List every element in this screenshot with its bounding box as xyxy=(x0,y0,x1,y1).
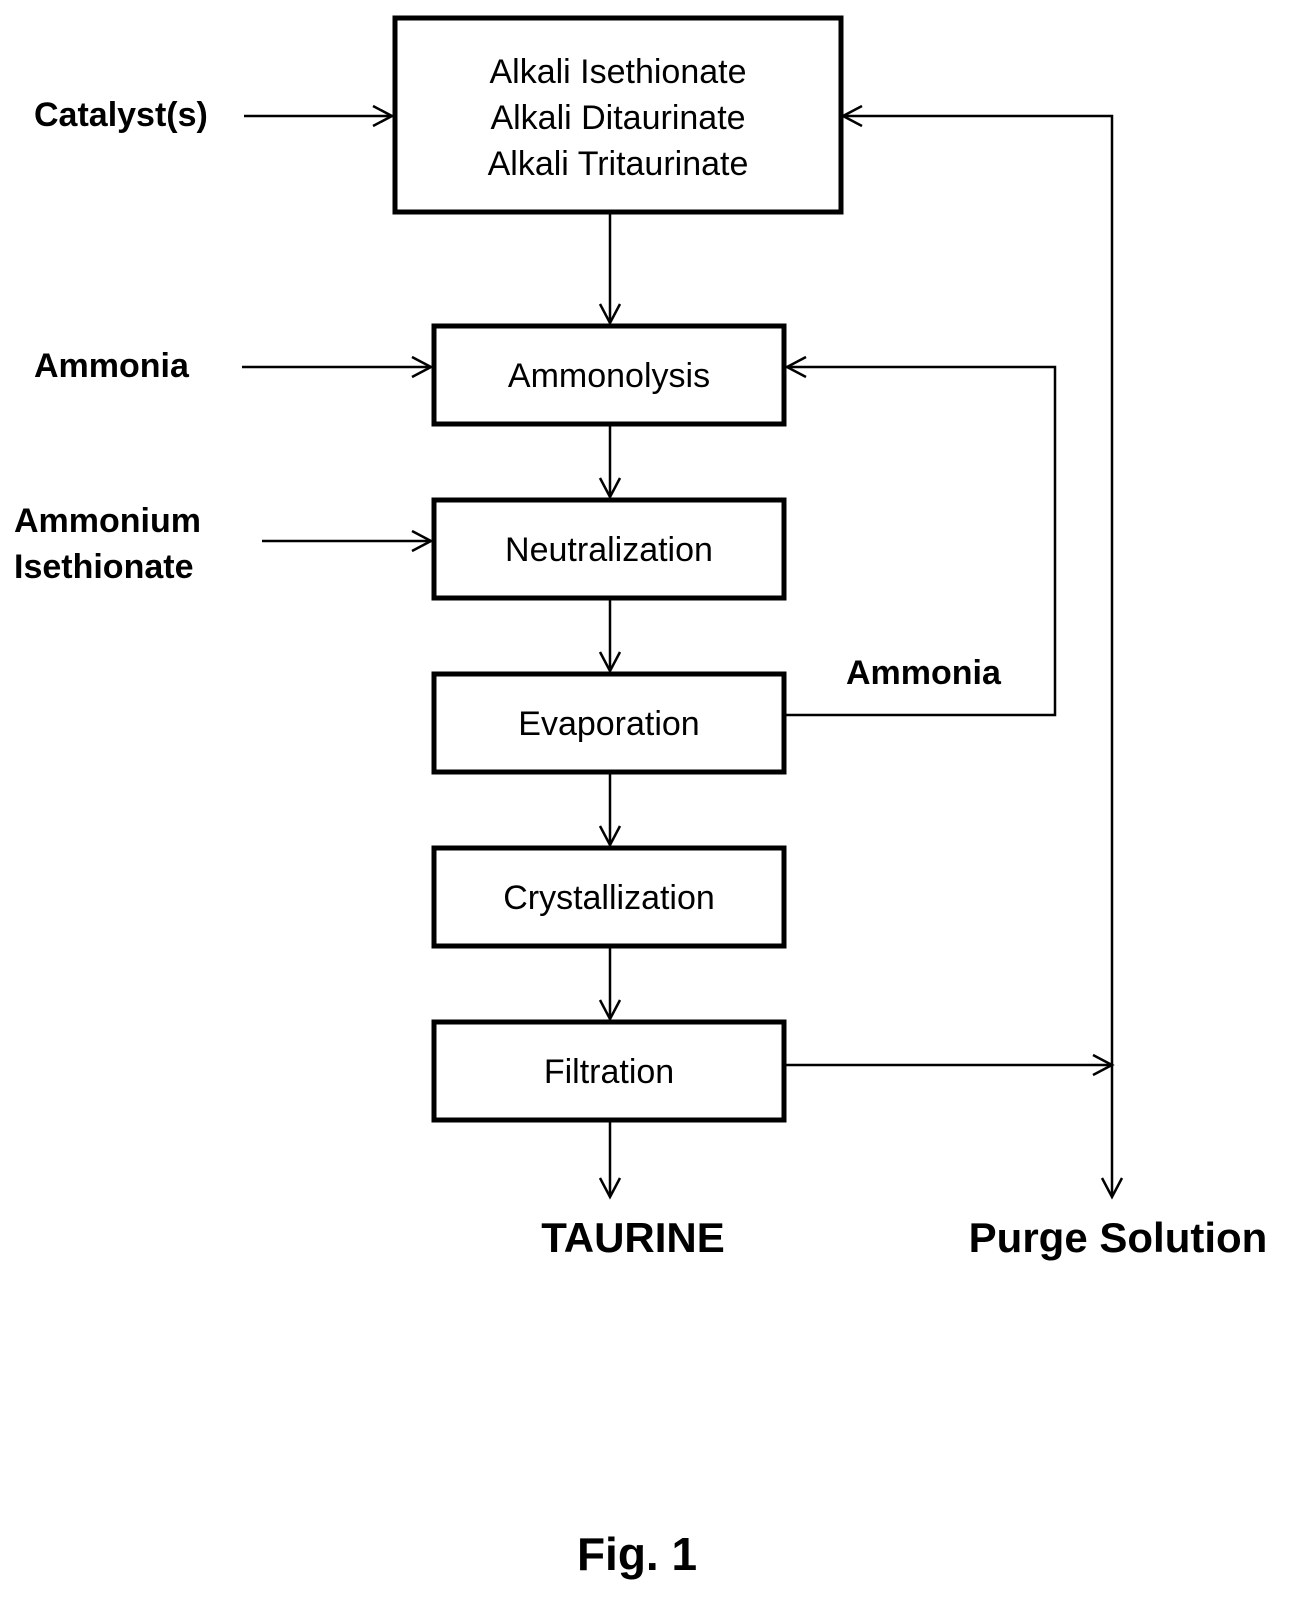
arrow-ammonolysis-to-neutralization xyxy=(598,426,622,500)
ammonium-isethionate-label-line-1: Ammonium xyxy=(14,502,201,540)
neutralization-box xyxy=(431,497,787,601)
ammonolysis-box xyxy=(431,323,787,427)
evaporation-label: Evaporation xyxy=(518,705,699,743)
arrow-neutralization-to-evaporation xyxy=(598,600,622,674)
ammonia-recycle-loop xyxy=(784,355,1057,717)
arrow-ammonia-to-ammonolysis xyxy=(242,355,434,379)
arrow-catalyst-to-feed xyxy=(244,104,395,128)
ammonolysis-label: Ammonolysis xyxy=(508,357,710,395)
recycle-line-to-feed xyxy=(840,104,1114,1065)
feed-box xyxy=(392,15,844,215)
taurine-output-label: TAURINE xyxy=(541,1214,725,1261)
filtration-box xyxy=(431,1019,787,1123)
crystallization-label: Crystallization xyxy=(503,879,715,917)
feed-box-line-1: Alkali Isethionate xyxy=(489,53,746,91)
arrow-filtration-to-junction xyxy=(786,1053,1115,1077)
arrow-crystallization-to-filtration xyxy=(598,948,622,1022)
filtration-label: Filtration xyxy=(544,1053,674,1091)
figure-caption: Fig. 1 xyxy=(577,1528,697,1580)
evaporation-box xyxy=(431,671,787,775)
ammonia-input-label: Ammonia xyxy=(34,347,190,385)
arrow-ammonium-isethionate-to-neutralization xyxy=(262,529,434,553)
arrow-filtration-to-taurine xyxy=(598,1122,622,1200)
arrow-junction-to-purge xyxy=(1100,1065,1124,1200)
feed-box-line-3: Alkali Tritaurinate xyxy=(488,145,749,183)
arrow-feed-to-ammonolysis xyxy=(598,214,622,326)
crystallization-box xyxy=(431,845,787,949)
arrow-evaporation-to-crystallization xyxy=(598,774,622,848)
ammonia-recycle-label: Ammonia xyxy=(846,654,1002,692)
catalyst-label: Catalyst(s) xyxy=(34,96,208,134)
ammonium-isethionate-label-line-2: Isethionate xyxy=(14,548,193,586)
neutralization-label: Neutralization xyxy=(505,531,713,569)
feed-box-line-2: Alkali Ditaurinate xyxy=(490,99,745,137)
purge-solution-label: Purge Solution xyxy=(969,1214,1268,1261)
